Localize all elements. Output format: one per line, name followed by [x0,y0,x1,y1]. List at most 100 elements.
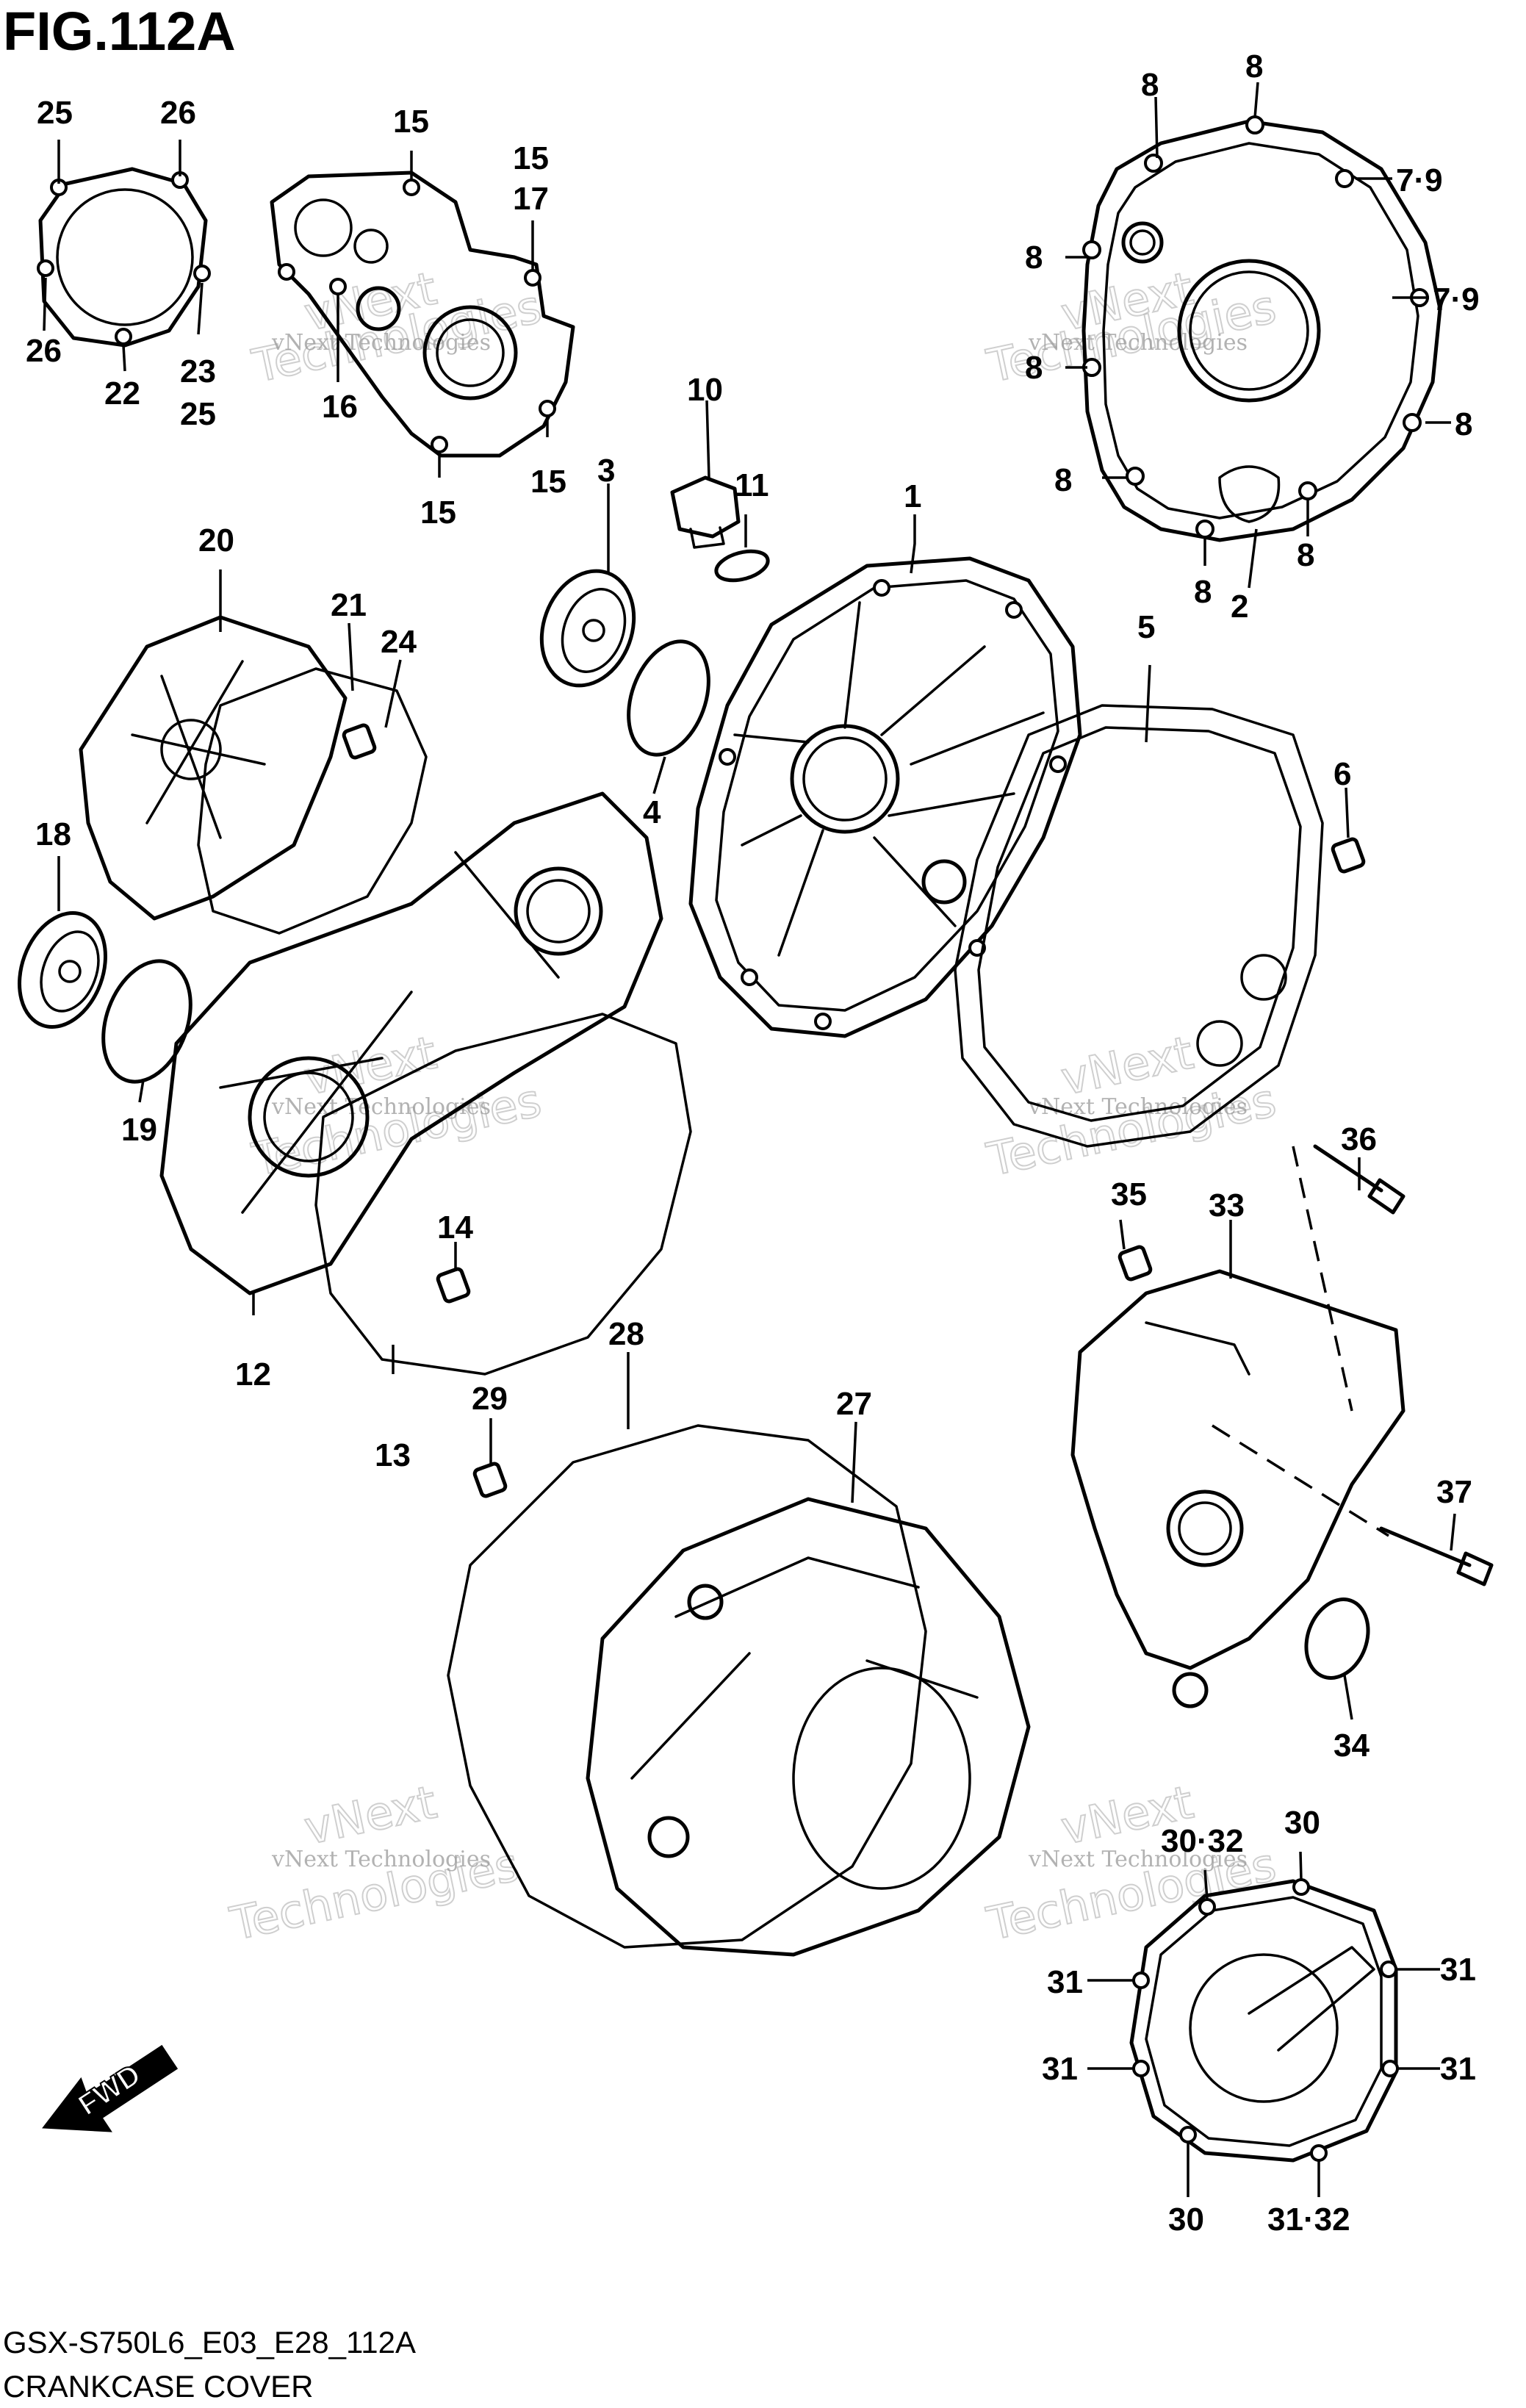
gasket-hole [1196,1020,1243,1067]
callout-11: 11 [735,467,769,503]
callout-18: 18 [35,816,71,852]
callout-34: 34 [1334,1728,1370,1764]
callout-31: 31 [1440,2051,1476,2087]
callout-labels: 1 2 3 4 5 6 8 8 7·9 8 7·9 8 8 8 8 8 10 1… [26,48,1480,2238]
watermark-company: vNext Technologies [1028,1094,1248,1120]
part-plug-10 [670,475,741,549]
callout-31: 31 [1047,1964,1083,2000]
callout-28: 28 [608,1316,644,1352]
callout-25: 25 [37,95,73,131]
callout-8: 8 [1025,350,1043,386]
watermark-company: vNext Technologies [271,1847,491,1872]
callout-15: 15 [530,464,566,500]
callout-21: 21 [331,587,367,623]
callout-25: 25 [180,396,216,432]
gasket-hole [1240,954,1287,1001]
leader-lines [43,82,1456,2197]
part-gasket-13 [314,1013,692,1376]
part-cover-22 [37,167,211,348]
part-clutch-cover [1081,115,1442,542]
callout-15: 15 [393,104,429,140]
callout-22: 22 [104,375,140,411]
watermark-company: vNext Technologies [271,1094,491,1120]
callout-13: 13 [375,1437,411,1473]
part-gasket-5-inner [977,726,1302,1122]
callout-33: 33 [1209,1187,1245,1223]
callout-1: 1 [904,478,921,514]
callout-29: 29 [472,1381,508,1417]
fwd-arrow-icon: FWD [42,2044,179,2132]
callout-8: 8 [1025,240,1043,276]
part-cover-20 [79,615,348,921]
callout-26: 26 [26,333,62,369]
part-seal-18 [18,911,107,1029]
leader-dashed-37 [1212,1424,1389,1537]
watermark-company: vNext Technologies [1028,1847,1248,1872]
callout-23: 23 [180,353,216,389]
callout-2: 2 [1231,589,1248,625]
part-dowel-29 [472,1462,508,1498]
watermarks: Technologies vNext Technologies vNext Te… [225,261,1281,1952]
callout-7-9: 7·9 [1433,281,1480,317]
part-cover-30 [1129,1878,1399,2163]
watermark-word: Technologies [248,1073,546,1186]
callout-5: 5 [1137,609,1155,645]
leader-dashed-36 [1292,1146,1353,1412]
callout-30: 30 [1168,2202,1204,2238]
callout-17: 17 [513,181,549,217]
callout-14: 14 [437,1210,473,1246]
part-bolt-37 [1379,1526,1494,1586]
callout-7-9: 7·9 [1396,162,1443,198]
part-dowel-24 [342,723,377,760]
part-gasket-21 [197,667,428,935]
callout-8: 8 [1455,406,1472,442]
callout-4: 4 [643,794,661,830]
callout-8: 8 [1245,48,1263,85]
callout-36: 36 [1341,1121,1377,1157]
callout-37: 37 [1436,1474,1472,1510]
part-oring-11 [714,549,770,583]
part-generator-cover-27 [586,1497,1031,1957]
callout-27: 27 [836,1386,872,1422]
watermark-brand: vNext [300,1775,441,1855]
callout-6: 6 [1334,756,1351,792]
part-seal-3 [539,569,636,688]
figure-caption: CRANKCASE COVER [3,2369,313,2404]
callout-12: 12 [235,1356,271,1392]
figure-title: FIG.112A [3,1,236,62]
watermark-company: vNext Technologies [1028,330,1248,356]
callout-31: 31 [1042,2051,1078,2087]
callout-8: 8 [1054,462,1072,498]
callout-8: 8 [1141,67,1159,103]
callout-31: 31 [1440,1952,1476,1988]
part-dowel-6 [1331,837,1366,874]
callout-3: 3 [597,453,615,489]
callout-16: 16 [322,389,358,425]
model-code: GSX-S750L6_E03_E28_112A [3,2325,416,2360]
part-dowel-35 [1117,1245,1153,1282]
part-crankcase-cover [688,556,1082,1038]
part-cover-12 [159,791,663,1295]
callout-15: 15 [513,140,549,176]
callout-8: 8 [1297,537,1314,573]
callout-24: 24 [381,624,417,660]
callout-35: 35 [1111,1176,1147,1212]
part-cap-34 [1304,1597,1370,1680]
callout-26: 26 [160,95,196,131]
callout-19: 19 [121,1112,157,1148]
callout-30: 30 [1284,1805,1320,1841]
watermark-company: vNext Technologies [271,330,491,356]
part-gasket-28 [447,1424,927,1949]
part-sprocket-cover-33 [1070,1269,1406,1708]
callout-15: 15 [420,495,456,531]
part-dowel-14 [436,1267,471,1304]
callout-10: 10 [687,372,723,408]
callout-30-32: 30·32 [1161,1823,1244,1859]
part-bolt-36 [1313,1144,1406,1215]
callout-8: 8 [1194,574,1212,610]
callout-31-32: 31·32 [1267,2202,1350,2238]
part-gasket-5 [954,704,1324,1148]
callout-20: 20 [198,522,234,558]
part-oring-4 [627,639,710,757]
